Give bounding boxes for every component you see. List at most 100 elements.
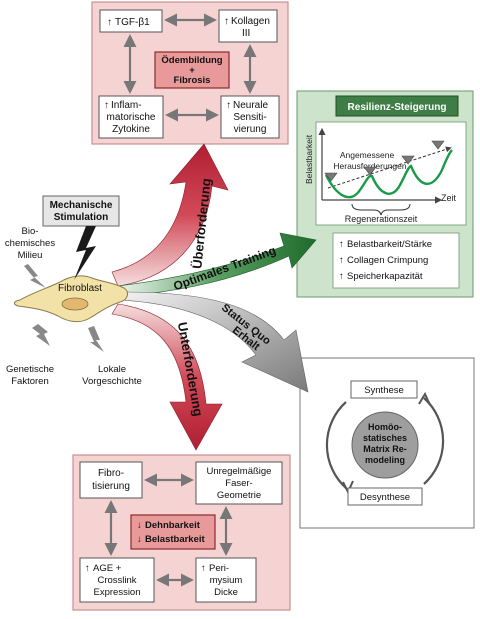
underload-connectors (104, 473, 233, 587)
overload-connectors (123, 13, 257, 122)
irregular-fiber-label-1: Unregelmäßige (207, 466, 272, 477)
genetic-label-1: Genetische (6, 364, 54, 375)
trend-line (327, 146, 452, 189)
inflammatory-label-2: matorische (107, 112, 156, 123)
age-crosslink-up-arrow: ↑ (85, 563, 90, 574)
cycle-arrow-right (423, 397, 445, 485)
neural-label-2: Sensiti- (233, 112, 266, 123)
inflammatory-box (98, 95, 164, 139)
fibroblast-label: Fibroblast (58, 283, 102, 294)
homeostasis-circle (351, 411, 419, 479)
cycle-arrow-left (325, 401, 347, 489)
elasticity-box (130, 514, 216, 550)
perimysium-label-2: mysium (210, 575, 243, 586)
underload-arrow (111, 303, 223, 451)
mechanical-stimulation-box (42, 195, 120, 227)
homeostasis-panel: Synthese Desynthese Homöo- statisches Ma… (299, 357, 475, 529)
x-axis-label: Zeit (441, 193, 457, 203)
fibrotisierung-label-1: Fibro- (98, 468, 124, 479)
challenge-marker-1 (324, 172, 338, 182)
biochemical-label-3: Milieu (18, 250, 43, 261)
desynthese-box (347, 487, 423, 506)
fibroblast-nucleus (61, 297, 89, 311)
fibrotisierung-box (79, 461, 143, 499)
fibrotisierung-label-2: tisierung (92, 481, 130, 492)
genetic-label-2: Faktoren (11, 376, 49, 387)
resilience-title-box (335, 95, 459, 117)
underload-panel: Fibro- tisierung Unregelmäßige Faser- Ge… (72, 454, 291, 611)
challenge-label-1: Angemessene (340, 150, 395, 160)
elasticity-label: Dehnbarkeit (145, 520, 201, 531)
optimal-training-arrow (117, 232, 317, 297)
synthese-label: Synthese (364, 385, 404, 396)
inflammatory-up-arrow: ↑ (104, 100, 109, 111)
kollagen-label-2: III (242, 28, 250, 39)
regen-brace (351, 203, 411, 216)
resilience-item-2: Collagen Crimpung (347, 255, 428, 266)
irregular-fiber-label-2: Faser- (225, 478, 252, 489)
neural-label-3: vierung (234, 124, 267, 135)
neural-up-arrow: ↑ (226, 100, 231, 111)
perimysium-label-3: Dicke (214, 587, 238, 598)
perimysium-up-arrow: ↑ (201, 563, 206, 574)
kollagen-box (218, 9, 278, 43)
synthese-box (350, 380, 418, 399)
irregular-fiber-box (195, 461, 283, 505)
challenge-marker-2 (363, 166, 377, 176)
desynthese-label: Desynthese (360, 492, 410, 503)
regen-label: Regenerationszeit (345, 214, 418, 224)
age-crosslink-box (79, 557, 155, 603)
tgf-box (99, 9, 163, 33)
elasticity-down-arrow: ↓ (137, 520, 142, 531)
age-crosslink-label-1: AGE + (93, 563, 122, 574)
challenge-marker-4 (431, 140, 445, 150)
optimal-training-label: Optimales Training (171, 243, 277, 293)
status-quo-arrow (119, 291, 309, 393)
resilience-item-1: Belastbarkeit/Stärke (347, 239, 432, 250)
adaptation-curve (324, 149, 453, 199)
tgf-label: TGF-β1 (115, 17, 150, 28)
homeostasis-label-2: statisches (363, 433, 407, 443)
homeostasis-label-1: Homöo- (368, 422, 402, 432)
history-bolt-icon (88, 326, 104, 352)
resilience-title: Resilienz-Steigerung (348, 102, 447, 113)
edema-label: Ödembildung (161, 55, 222, 66)
mechanical-stimulation-label-2: Stimulation (54, 212, 108, 223)
perimysium-label-1: Peri- (209, 563, 229, 574)
overload-panel: ↑ TGF-β1 ↑ Kollagen III Ödembildung + Fi… (91, 1, 289, 145)
mechanical-stimulation-label-1: Mechanische (50, 200, 113, 211)
history-label-1: Lokale (98, 364, 126, 375)
genetic-bolt-icon (32, 324, 50, 346)
neural-box (220, 95, 280, 139)
resilience-item-3: Speicherkapazität (347, 271, 423, 282)
edema-plus: + (189, 65, 195, 76)
homeostasis-label-3: Matrix Re- (363, 444, 407, 454)
kollagen-label-1: Kollagen (231, 16, 270, 27)
homeostasis-label-4: modeling (365, 455, 405, 465)
lightning-bolt-icon (74, 226, 96, 280)
fibroblast-group: Fibroblast Mechanische Stimulation Bio- … (5, 195, 142, 387)
resilience-item-3-arrow: ↑ (339, 271, 344, 282)
inflammatory-label-1: Inflam- (111, 100, 142, 111)
y-axis-label: Belastbarkeit (304, 134, 314, 184)
biochemical-label-2: chemisches (5, 238, 55, 249)
age-crosslink-label-2: Crosslink (97, 575, 136, 586)
history-label-2: Vorgeschichte (82, 376, 142, 387)
challenge-markers (324, 140, 445, 182)
cycle-arrow-right-head (418, 391, 431, 406)
resilience-list-box (332, 232, 460, 289)
biochemical-bolt-icon (24, 264, 46, 288)
fibrosis-label: Fibrosis (174, 75, 211, 86)
challenge-label-2: Herausforderungen (333, 161, 407, 171)
edema-fibrosis-box (154, 51, 230, 89)
load-capacity-down-arrow: ↓ (137, 534, 142, 545)
irregular-fiber-label-3: Geometrie (217, 490, 261, 501)
resilience-panel: Resilienz-Steigerung Belastbarkeit Zeit … (296, 90, 474, 298)
challenge-marker-3 (401, 155, 415, 165)
load-capacity-label: Belastbarkeit (145, 534, 206, 545)
neural-label-1: Neurale (233, 100, 268, 111)
resilience-item-1-arrow: ↑ (339, 239, 344, 250)
biochemical-label-1: Bio- (22, 226, 39, 237)
kollagen-up-arrow: ↑ (224, 16, 229, 27)
